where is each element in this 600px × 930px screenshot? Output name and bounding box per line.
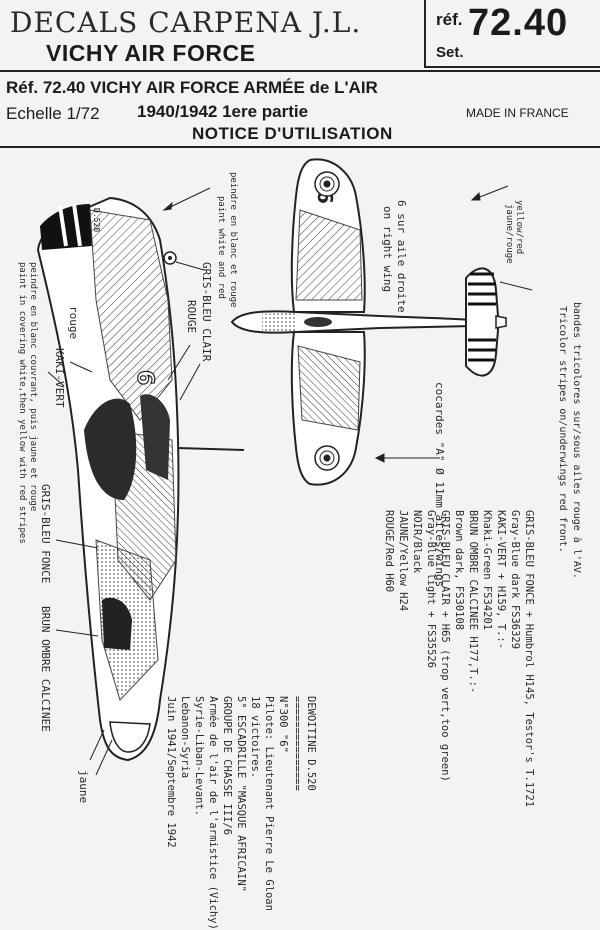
wheel-paint-fr: peindre en blanc et rouge [228, 172, 238, 308]
tail-colors-bottom: jaune/rouge [504, 204, 514, 264]
pilot-line: Juin 1941/Septembre 1942 [165, 696, 177, 848]
side-rudder-stripes [58, 203, 82, 247]
side-spinner [109, 721, 151, 753]
side-wing-line [177, 447, 245, 451]
paint-guide-block: GRIS-BLEU FONCE + Humbrol H145, Testor's… [382, 510, 536, 807]
label-rouge-caps: ROUGE [185, 300, 198, 334]
pilot-line: Syrie-Liban-Levant. [193, 696, 205, 817]
pilot-line: 5° ESCADRILLE "MASQUE AFRICAIN" [235, 696, 247, 892]
label-gris-bleu-fonce: GRIS-BLEU FONCE [39, 484, 52, 584]
wheel-paint-en: paint white and red [216, 196, 226, 299]
paint-line: Gray-Blue light + FS35526 [425, 510, 437, 669]
wing-note-en: on right wing [381, 206, 394, 293]
paint-line: JAUNE/Yellow H24 [397, 510, 409, 612]
paint-line: Khaki-Green FS34201 [481, 510, 493, 631]
aircraft-drawings: 6 D.520 [36, 158, 533, 776]
paint-line: Brown dark, FS30108 [453, 510, 465, 631]
pilot-line: GROUPE DE CHASSE III/6 [221, 696, 233, 836]
leader-lines [47, 185, 533, 776]
paint-line: GRIS-BLEU FONCE + Humbrol H145, Testor's… [523, 510, 535, 808]
tail-colors-top: yellow/red [514, 200, 524, 255]
paint-line: KAKI-VERT + H159, T.:- [495, 510, 507, 650]
label-rouge: rouge [67, 306, 80, 340]
side-dark-patch [140, 394, 170, 480]
pilot-line: N°300 "6" [277, 696, 289, 753]
rudder-paint-en: paint in covering white,then yellow with… [17, 262, 27, 544]
notice-divider [0, 146, 600, 148]
pilot-line: 18 victoires. [249, 696, 261, 779]
paint-line: NOIR/Black [411, 510, 423, 574]
notice-title: NOTICE D'UTILISATION [192, 124, 393, 143]
wing-note-fr: 6 sur aile droite [395, 200, 408, 313]
plan-view-aircraft: 6 [230, 158, 507, 486]
header-divider [0, 70, 600, 72]
side-canopy [84, 398, 137, 500]
paint-line: Gray-Blue dark FS36329 [509, 510, 521, 650]
plan-canopy [304, 317, 332, 327]
side-view-aircraft: 6 D.520 [36, 196, 245, 762]
period-label: 1940/1942 1ere partie [137, 102, 309, 121]
pilot-line: =============== [291, 696, 303, 791]
label-kaki-vert: KAKI-VERT [53, 348, 66, 408]
label-gris-bleu-clair: GRIS-BLEU CLAIR [200, 262, 213, 362]
paint-line: ROUGE/Red H60 [383, 510, 395, 593]
reference-number: 72.40 [468, 2, 569, 44]
stripes-note-en: Tricolor stripes on/underwings red front… [557, 306, 568, 553]
reference-line: Réf. 72.40 VICHY AIR FORCE ARMÉE de L'AI… [6, 78, 378, 97]
side-number: 6 [132, 370, 157, 385]
paint-line: BRUN OMBRE CALCINEE H177,T.:- [467, 510, 479, 694]
pilot-line: DEWOITINE D.520 [305, 696, 317, 791]
pilot-line: Armée de l'air de l'armistice (Vichy) [207, 696, 219, 930]
rudder-paint-fr: peindre en blanc couvrant, puis jaune et… [28, 262, 38, 512]
pilot-line: Pilote: Lieutenant Pierre Le Gloan [263, 696, 275, 911]
brand-title: DECALS CARPENA J.L. [10, 6, 362, 39]
label-brun-ombre: BRUN OMBRE CALCINEE [39, 606, 52, 732]
reference-box [424, 0, 600, 68]
label-jaune: jaune [77, 770, 90, 804]
scale-label: Echelle 1/72 [6, 104, 100, 123]
stripes-note-fr: bandes tricolores sur/sous ailes rouge à… [571, 302, 582, 579]
pilot-line: Lebanon-Syria [179, 696, 191, 779]
reference-prefix: réf. [436, 10, 463, 29]
reference-set-label: Set. [436, 44, 464, 61]
made-in-label: MADE IN FRANCE [466, 106, 569, 120]
pilot-info-block: DEWOITINE D.520 =============== N°300 "6… [164, 696, 318, 930]
set-subtitle: VICHY AIR FORCE [46, 40, 256, 66]
paint-line: GRIS-BLEU CLAIR + H65 (trop vert,too gre… [439, 510, 451, 782]
side-nose-patch [102, 597, 132, 650]
side-code: D.520 [92, 208, 101, 232]
